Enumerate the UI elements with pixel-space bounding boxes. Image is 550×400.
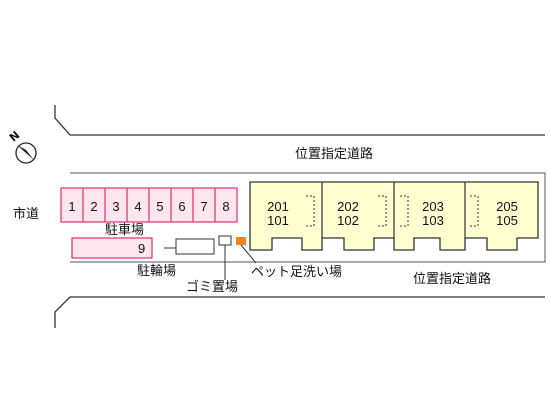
road-edge-bottom bbox=[54, 296, 545, 328]
unit-lower: 105 bbox=[496, 213, 518, 228]
site-boundary bbox=[70, 172, 546, 263]
parking-slot-label: 4 bbox=[134, 199, 142, 214]
garbage-area-label: ゴミ置場 bbox=[186, 280, 239, 295]
parking-slot-label: 3 bbox=[112, 199, 120, 214]
unit-label: 202 102 bbox=[332, 200, 364, 228]
city-road-label: 市道 bbox=[13, 207, 40, 222]
garbage-area-box bbox=[218, 235, 232, 246]
parking-slot-9 bbox=[71, 237, 153, 259]
unit-upper: 205 bbox=[496, 199, 518, 214]
parking-slot-label: 2 bbox=[90, 199, 98, 214]
parking-label: 駐車場 bbox=[105, 223, 145, 238]
north-arrow-icon bbox=[15, 142, 37, 164]
unit-lower: 101 bbox=[267, 213, 289, 228]
unit-upper: 203 bbox=[422, 199, 444, 214]
pet-leader-line bbox=[240, 244, 257, 264]
unit-lower: 103 bbox=[422, 213, 444, 228]
parking-slot-label: 6 bbox=[178, 199, 186, 214]
designated-road-bottom-label: 位置指定道路 bbox=[413, 272, 492, 287]
parking-slot-label: 5 bbox=[156, 199, 164, 214]
bicycle-parking-label: 駐輪場 bbox=[137, 264, 177, 279]
unit-label: 203 103 bbox=[417, 200, 449, 228]
parking-slot-label: 1 bbox=[68, 199, 76, 214]
unit-label: 205 105 bbox=[491, 200, 523, 228]
parking-slot-label: 7 bbox=[200, 199, 208, 214]
designated-road-top-label: 位置指定道路 bbox=[295, 147, 374, 162]
bicycle-parking-area bbox=[175, 238, 215, 255]
parking-slot-label: 8 bbox=[222, 199, 230, 214]
pet-foot-wash-area bbox=[236, 237, 246, 245]
unit-upper: 202 bbox=[337, 199, 359, 214]
parking-slot-label-9: 9 bbox=[138, 241, 146, 256]
unit-upper: 201 bbox=[267, 199, 289, 214]
pet-foot-wash-label: ペット足洗い場 bbox=[251, 265, 343, 280]
road-edge-top bbox=[54, 105, 545, 136]
unit-label: 201 101 bbox=[262, 200, 294, 228]
unit-lower: 102 bbox=[337, 213, 359, 228]
